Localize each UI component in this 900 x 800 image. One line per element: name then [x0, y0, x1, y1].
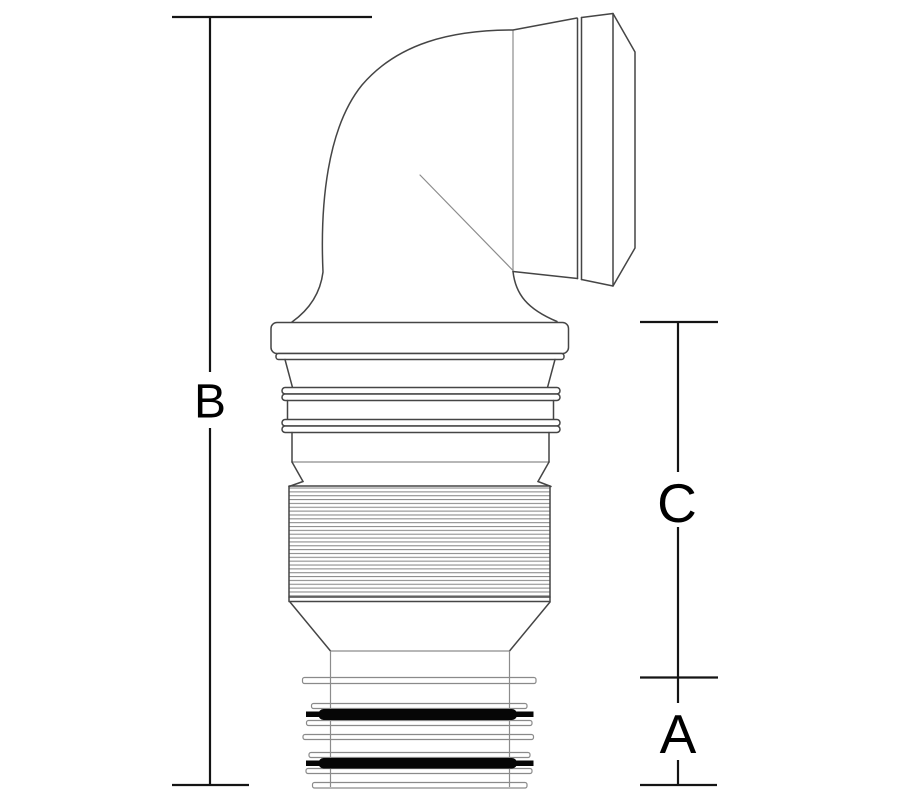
- outline-layer: [270, 12, 636, 652]
- spigot-fin: [301, 676, 537, 685]
- seal-ring: [318, 758, 517, 769]
- seal-ring: [318, 709, 517, 720]
- corrugated-section: [288, 485, 551, 598]
- bead-ring: [281, 418, 561, 427]
- collar-flange: [270, 321, 570, 355]
- spigot-fin-layer: [301, 676, 537, 789]
- spigot-taper-sides: [289, 601, 551, 652]
- dimension-a-lines: [640, 760, 717, 787]
- spigot-fin: [305, 719, 533, 727]
- spigot-fin: [311, 781, 528, 789]
- spigot-fin: [302, 733, 535, 741]
- dimension-b-label: B: [194, 376, 226, 429]
- dimension-a-label: A: [660, 703, 697, 765]
- bead-ring: [281, 425, 561, 434]
- dimension-c-label: C: [657, 472, 697, 534]
- elbow-outer-profile: [291, 17, 578, 323]
- bead-ring: [281, 386, 561, 395]
- spigot-fin: [305, 767, 533, 775]
- mid-body-sides: [286, 399, 555, 421]
- dimension-c-lines: [640, 320, 718, 703]
- spigot-fin: [310, 702, 528, 710]
- spigot-fin: [308, 751, 531, 759]
- bead-ring: [281, 393, 561, 402]
- outlet-bottom-edge: [512, 270, 579, 280]
- lower-taper-sides: [291, 461, 550, 483]
- socket-rim-outline: [580, 12, 636, 287]
- collar-washer: [275, 352, 565, 361]
- corrugation-shoulder: [288, 596, 551, 603]
- upper-taper-sides: [284, 358, 556, 389]
- lower-body-sides: [291, 431, 550, 463]
- seal-ring-layer: [306, 709, 534, 769]
- dimension-b-lines: [172, 15, 372, 787]
- elbow-miter-line: [419, 174, 514, 271]
- elbow-right-flare: [512, 270, 558, 323]
